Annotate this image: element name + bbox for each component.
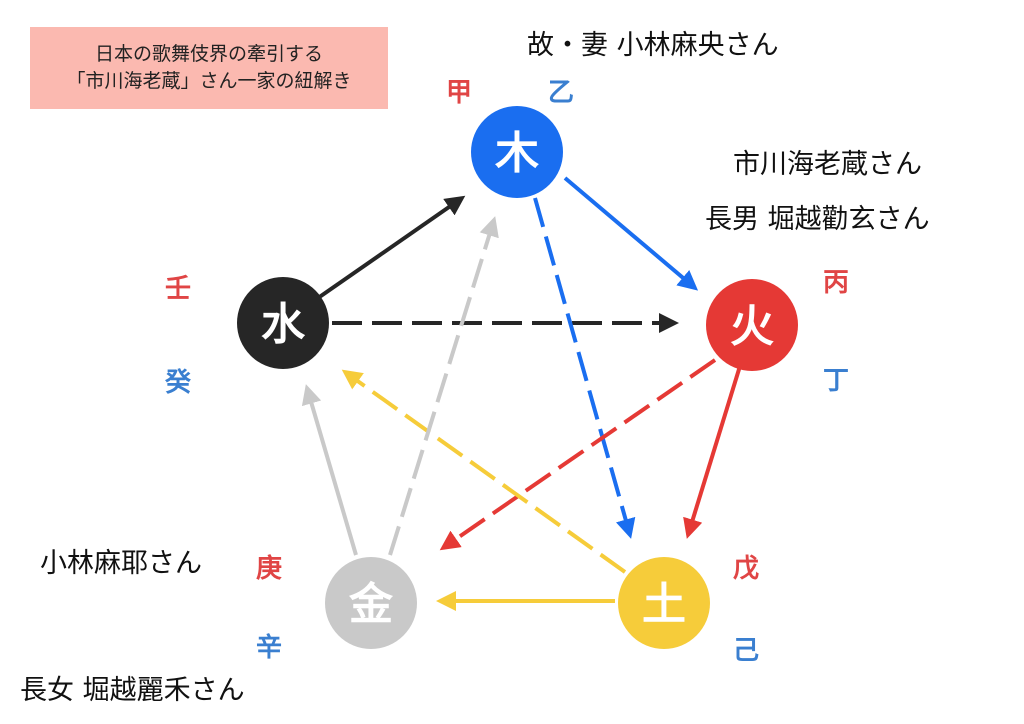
label-earth: 土 <box>642 579 686 630</box>
stem-yi: 乙 <box>548 78 575 108</box>
stem-wu: 戊 <box>733 554 760 584</box>
label-metal: 金 <box>348 579 394 630</box>
dashed-arrow-earth-to-water <box>341 369 627 574</box>
arrow-wood-to-fire <box>563 176 699 291</box>
label-ebizo: 市川海老蔵さん <box>733 149 922 180</box>
dashed-arrow-fire-to-metal <box>439 358 717 551</box>
arrow-metal-to-water <box>301 384 358 556</box>
node-fire: 火 <box>706 279 798 371</box>
node-water: 水 <box>237 277 329 369</box>
dashed-arrow-metal-to-wood <box>388 216 499 556</box>
stem-ren: 壬 <box>165 274 192 304</box>
label-daughter: 長女 堀越麗禾さん <box>20 675 245 706</box>
arrow-fire-to-earth <box>683 365 742 539</box>
node-metal: 金 <box>325 557 417 649</box>
label-wife: 故・妻 小林麻央さん <box>527 30 779 61</box>
title-line-2: 「市川海老蔵」さん一家の紐解き <box>66 70 352 92</box>
stem-gui: 癸 <box>165 368 192 398</box>
stem-bing: 丙 <box>823 268 850 298</box>
label-maya: 小林麻耶さん <box>40 548 202 579</box>
arrow-water-to-wood <box>316 195 466 300</box>
title-box: 日本の歌舞伎界の牽引する 「市川海老蔵」さん一家の紐解き <box>30 27 388 109</box>
label-wood: 木 <box>495 128 539 179</box>
label-son: 長男 堀越勸玄さん <box>705 204 930 235</box>
stem-jia: 甲 <box>446 78 473 108</box>
stem-geng: 庚 <box>256 554 283 584</box>
stem-xin: 辛 <box>256 633 283 663</box>
label-fire: 火 <box>730 301 774 352</box>
node-earth: 土 <box>618 557 710 649</box>
dashed-arrow-wood-to-earth <box>533 197 636 539</box>
stem-ji: 己 <box>733 636 760 666</box>
stem-ding: 丁 <box>823 366 850 396</box>
node-wood: 木 <box>471 106 563 198</box>
title-line-1: 日本の歌舞伎界の牽引する <box>94 43 323 65</box>
label-water: 水 <box>261 299 306 350</box>
